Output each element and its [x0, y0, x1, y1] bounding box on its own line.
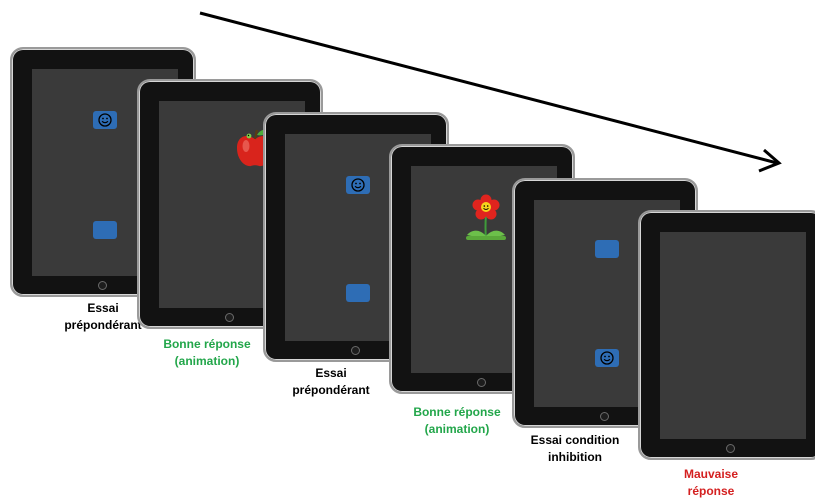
home-button [225, 313, 234, 322]
home-button [98, 281, 107, 290]
blank-button[interactable] [595, 240, 619, 258]
smiley-button[interactable] [346, 176, 370, 194]
smiley-button[interactable] [93, 111, 117, 129]
blank-button[interactable] [346, 284, 370, 302]
caption-tablet-2: Bonne réponse (animation) [163, 337, 251, 368]
tablet-6-screen [660, 232, 806, 439]
smiley-icon [351, 178, 365, 192]
caption-tablet-3: Essai prépondérant [292, 366, 370, 397]
home-button [351, 346, 360, 355]
flower-icon [466, 194, 506, 240]
caption-tablet-5: Essai condition inhibition [530, 433, 620, 464]
blank-button[interactable] [93, 221, 117, 239]
caption-tablet-6: Mauvaise réponse [683, 467, 739, 498]
smiley-icon [600, 351, 614, 365]
caption-tablet-4: Bonne réponse (animation) [413, 405, 501, 436]
caption-tablet-1: Essai prépondérant [64, 301, 142, 332]
tablet-6-wrong-answer [638, 210, 815, 460]
home-button [726, 444, 735, 453]
smiley-icon [98, 113, 112, 127]
home-button [600, 412, 609, 421]
home-button [477, 378, 486, 387]
smiley-button[interactable] [595, 349, 619, 367]
